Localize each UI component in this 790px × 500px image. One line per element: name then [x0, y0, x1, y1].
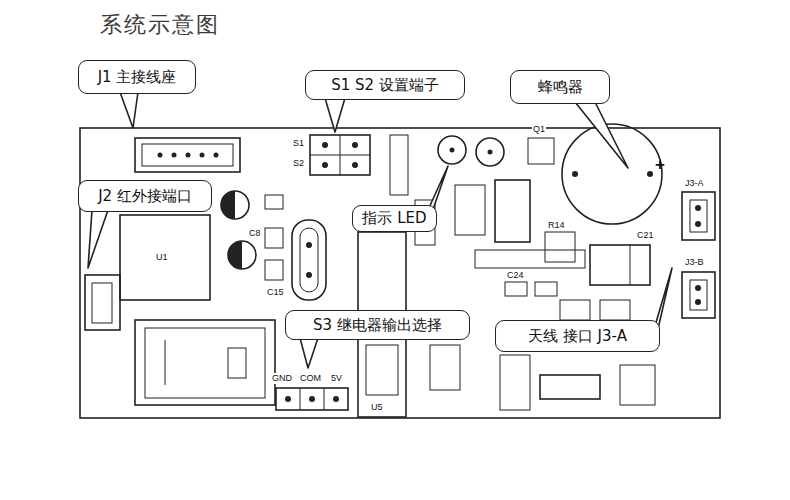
silkscreen-label: J3-A [684, 178, 705, 189]
silkscreen-label: C24 [506, 270, 525, 281]
callout-text: 指示 LED [362, 209, 426, 228]
silkscreen-label: GND [271, 373, 293, 384]
silkscreen-label: S1 [292, 138, 305, 149]
silkscreen-label: COM [299, 373, 322, 384]
silkscreen-label: U1 [155, 252, 169, 263]
silkscreen-label: S2 [292, 158, 305, 169]
silkscreen-label: Q1 [532, 124, 546, 135]
callout-text: J1 主接线座 [98, 68, 177, 87]
silkscreen-label: + [654, 155, 666, 174]
silkscreen-label: R14 [547, 220, 566, 231]
callout-bubble: J2 红外接端口 [78, 180, 212, 212]
callout-text: 天线 接口 J3-A [528, 327, 627, 346]
callout-text: S1 S2 设置端子 [331, 76, 439, 95]
silkscreen-label: C15 [266, 287, 285, 298]
callout-text: 蜂鸣器 [538, 78, 583, 97]
diagram-title: 系统示意图 [100, 10, 220, 40]
silkscreen-label: J3-B [684, 257, 705, 268]
silkscreen-label: 5V [330, 373, 343, 384]
callout-text: S3 继电器输出选择 [313, 316, 442, 335]
callout-bubble: 天线 接口 J3-A [495, 320, 660, 352]
callout-bubble: S1 S2 设置端子 [305, 70, 465, 100]
callout-bubble: S3 继电器输出选择 [285, 310, 470, 340]
callout-bubble: J1 主接线座 [78, 60, 196, 94]
callout-bubble: 蜂鸣器 [510, 70, 610, 104]
silkscreen-label: C21 [636, 230, 655, 241]
silkscreen-label: C8 [248, 228, 262, 239]
silkscreen-label: U5 [370, 402, 384, 413]
callout-bubble: 指示 LED [352, 205, 437, 232]
callout-text: J2 红外接端口 [98, 187, 192, 206]
